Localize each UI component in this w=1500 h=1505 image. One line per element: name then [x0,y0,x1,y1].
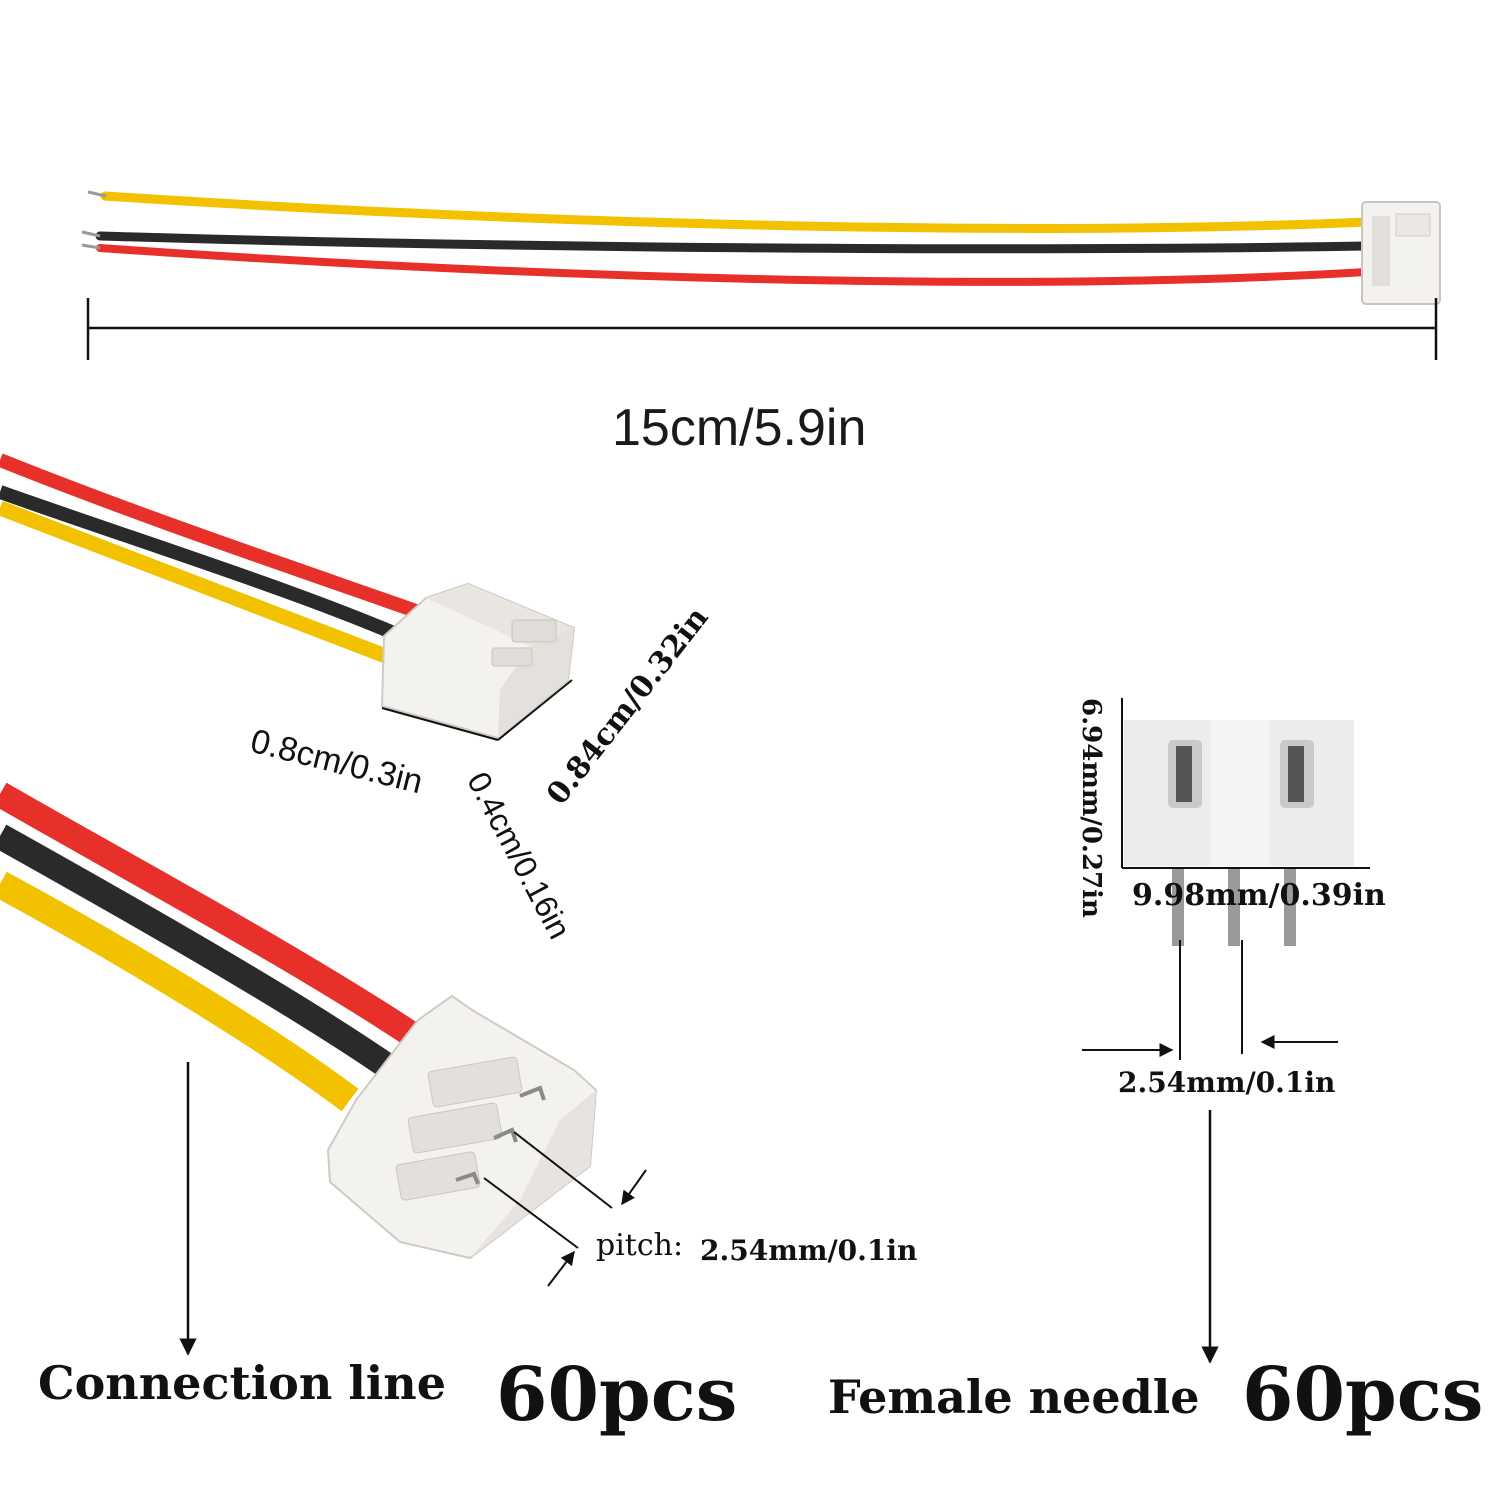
connector-top [1361,201,1441,305]
pitch-value-label: 2.54mm/0.1in [700,1234,918,1267]
bare-wire-tips [81,190,107,250]
connector-closeup-2 [0,782,647,1356]
connector-housing-2 [326,994,598,1260]
connection-line-quantity: 60pcs [496,1352,738,1438]
pitch-prefix-label: pitch: [596,1228,684,1263]
female-height-label: 6.94mm/0.27in [1076,698,1106,918]
connection-line-label: Connection line [38,1356,446,1410]
female-needle-quantity: 60pcs [1242,1352,1484,1438]
cable-length-label: 15cm/5.9in [612,399,867,457]
wire-red-top [96,244,1370,286]
wire-yellow-low [0,871,359,1112]
female-needle-label: Female needle [828,1370,1200,1424]
wire-black-mid [0,485,413,647]
female-pitch-label: 2.54mm/0.1in [1118,1066,1336,1099]
wire-black-low [0,824,392,1075]
connector-closeup-1 [0,453,576,741]
full-cable [81,190,1441,360]
pitch-indicator [483,1131,647,1287]
wire-red-mid [0,453,433,623]
wire-red-low [0,782,428,1051]
housing-dimension-lines [381,679,573,741]
connector-housing-1 [380,582,576,740]
female-needle-header [1082,698,1370,1364]
female-width-label: 9.98mm/0.39in [1132,878,1386,913]
wire-black-top [95,231,1371,254]
length-dimension-line [86,298,1438,360]
female-pitch-indicator [1082,940,1338,1060]
wire-yellow-top [100,191,1371,233]
wire-yellow-mid [0,500,399,667]
